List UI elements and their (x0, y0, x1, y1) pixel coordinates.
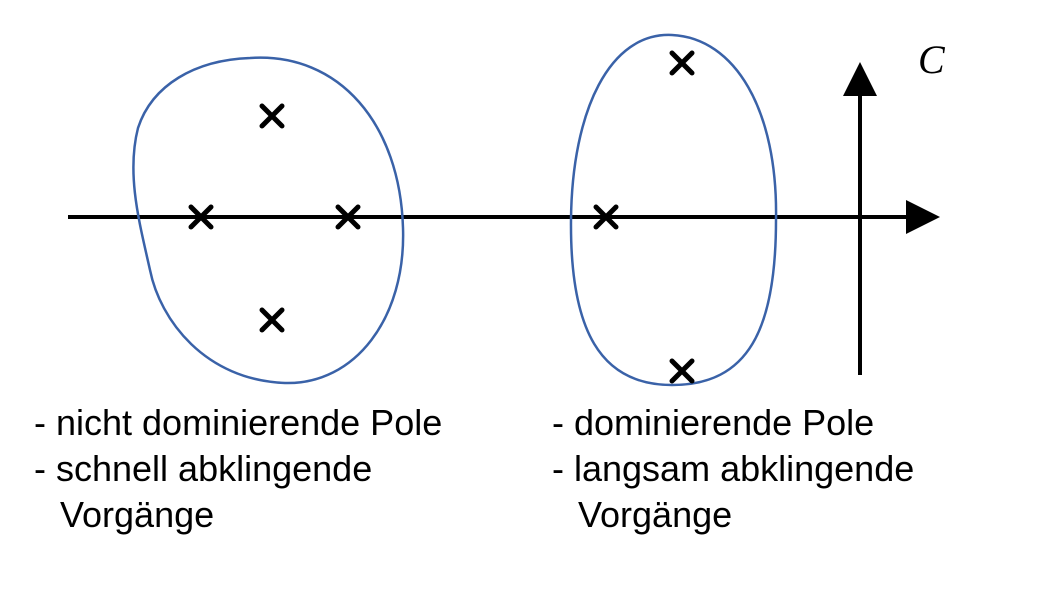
dominant-poles-outline (569, 33, 778, 387)
pole-cross-icon (669, 358, 695, 384)
pole-cross-icon (259, 307, 285, 333)
real-axis-arrowhead-icon (906, 200, 940, 234)
caption-line: - schnell abklingende (34, 448, 373, 489)
caption-line: Vorgänge (60, 494, 215, 535)
pole-cross-icon (259, 103, 285, 129)
non-dominant-poles-outline (132, 56, 405, 385)
non-dominant-poles-caption: - nicht dominierende Pole - schnell abkl… (34, 400, 442, 538)
pole-cross-icon (335, 204, 361, 230)
pole-cross-icon (188, 204, 214, 230)
caption-line: Vorgänge (578, 494, 733, 535)
imaginary-axis-arrowhead-icon (843, 62, 877, 96)
caption-line: - nicht dominierende Pole (34, 402, 443, 443)
caption-line: - dominierende Pole (552, 402, 875, 443)
pole-cross-icon (669, 50, 695, 76)
complex-plane-label: C (918, 37, 945, 82)
pole-cross-icon (593, 204, 619, 230)
caption-line: - langsam abklingende (552, 448, 915, 489)
dominant-poles-caption: - dominierende Pole - langsam abklingend… (552, 400, 914, 538)
